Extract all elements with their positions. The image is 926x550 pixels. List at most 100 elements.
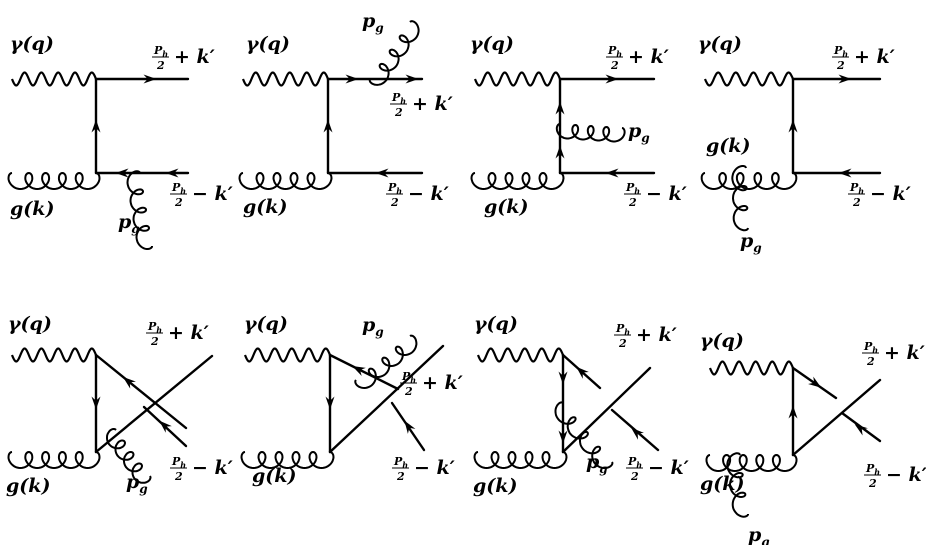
arrow-head xyxy=(91,119,101,133)
subscript: h xyxy=(636,460,642,470)
photon-line xyxy=(703,71,795,87)
fermion-line xyxy=(791,378,882,457)
arrow-head xyxy=(405,74,419,84)
gluon-line xyxy=(705,453,798,473)
gluon-label: g(k) xyxy=(484,196,528,218)
arrow-head xyxy=(143,74,157,84)
arrow-head xyxy=(558,430,568,444)
gluon-label: g(k) xyxy=(243,196,287,218)
subscript: h xyxy=(842,49,848,59)
emitted-gluon-label: pg xyxy=(586,451,608,476)
momentum-k: + k′ xyxy=(168,322,209,344)
fraction-denominator: 2 xyxy=(866,355,875,368)
gluon-line xyxy=(240,450,335,470)
arrow-head xyxy=(159,420,172,433)
subscript: h xyxy=(874,467,880,477)
fraction-denominator: 2 xyxy=(390,196,399,209)
emitted-gluon-label: pg xyxy=(748,524,770,545)
arrow-head xyxy=(115,168,129,178)
subscript: h xyxy=(162,49,168,59)
subscript: h xyxy=(624,327,630,337)
momentum-k: + k′ xyxy=(636,324,677,346)
gluon-label: g(k) xyxy=(252,465,296,487)
fraction-denominator: 2 xyxy=(174,196,183,209)
arrow-head xyxy=(631,427,644,440)
gluon-line xyxy=(700,171,798,191)
gluon-line xyxy=(238,171,333,191)
arrow-head xyxy=(323,119,333,133)
photon-line xyxy=(241,71,330,87)
photon-label: γ(q) xyxy=(244,313,288,335)
fermion-line xyxy=(561,366,652,454)
gluon-line xyxy=(7,171,101,191)
momentum-k: − k′ xyxy=(886,464,926,486)
momentum-label-minus: Ph2− k′ xyxy=(626,455,689,483)
gluon-label: g(k) xyxy=(706,135,750,157)
momentum-k: + k′ xyxy=(884,342,925,364)
subscript: h xyxy=(634,186,640,196)
arrow-head xyxy=(165,168,179,178)
emitted-gluon-line xyxy=(368,20,420,86)
momentum-k: + k′ xyxy=(628,46,669,68)
momentum-k: − k′ xyxy=(870,183,911,205)
photon-label: γ(q) xyxy=(700,330,744,352)
fraction-denominator: 2 xyxy=(868,477,877,490)
fermion-line xyxy=(94,354,214,454)
momentum-label-plus: Ph2+ k′ xyxy=(614,322,677,350)
subscript: g xyxy=(375,21,383,35)
photon-line xyxy=(10,347,98,363)
photon-line xyxy=(708,360,795,376)
fraction-denominator: 2 xyxy=(396,470,405,483)
fraction-denominator: 2 xyxy=(150,335,159,348)
momentum-label-minus: Ph2− k′ xyxy=(170,181,233,209)
arrow-head xyxy=(838,74,852,84)
momentum-label-minus: Ph2− k′ xyxy=(848,181,911,209)
arrow-head xyxy=(325,396,335,410)
subscript: h xyxy=(410,375,416,385)
arrow-head xyxy=(854,424,868,436)
momentum-k: − k′ xyxy=(192,457,233,479)
momentum-k: − k′ xyxy=(414,457,455,479)
momentum-k: − k′ xyxy=(648,457,689,479)
emitted-gluon-label: pg xyxy=(118,211,140,236)
subscript: g xyxy=(753,241,761,255)
photon-label: γ(q) xyxy=(8,313,52,335)
fraction-denominator: 2 xyxy=(156,59,165,72)
emitted-gluon-line xyxy=(354,334,418,390)
arrow-head xyxy=(375,168,389,178)
gluon-label: g(k) xyxy=(700,473,744,495)
momentum-label-plus: Ph2+ k′ xyxy=(400,370,463,398)
momentum-k: + k′ xyxy=(422,372,463,394)
photon-line xyxy=(243,347,332,363)
emitted-gluon-line xyxy=(554,401,614,469)
momentum-k: − k′ xyxy=(646,183,687,205)
fermion-line xyxy=(94,353,188,430)
momentum-label-minus: Ph2− k′ xyxy=(170,455,233,483)
subscript: g xyxy=(599,462,607,476)
arrow-head xyxy=(576,366,589,379)
arrow-head xyxy=(555,101,565,115)
subscript: g xyxy=(641,131,649,145)
gluon-line xyxy=(473,450,568,470)
momentum-label-plus: Ph2+ k′ xyxy=(606,44,669,72)
photon-label: γ(q) xyxy=(698,33,742,55)
photon-label: γ(q) xyxy=(474,313,518,335)
arrow-head xyxy=(605,168,619,178)
arrow-head xyxy=(558,371,568,385)
emitted-gluon-label: pg xyxy=(362,314,384,339)
subscript: g xyxy=(139,482,147,496)
arrow-head xyxy=(555,145,565,159)
gluon-label: g(k) xyxy=(473,475,517,497)
fraction-denominator: 2 xyxy=(610,59,619,72)
emitted-gluon-label: pg xyxy=(740,230,762,255)
momentum-label-plus: Ph2+ k′ xyxy=(832,44,895,72)
photon-line xyxy=(10,71,98,87)
photon-label: γ(q) xyxy=(470,33,514,55)
arrow-head xyxy=(808,376,822,388)
momentum-k: + k′ xyxy=(174,46,215,68)
fermion-line xyxy=(328,344,445,454)
fraction-denominator: 2 xyxy=(394,106,403,119)
emitted-gluon-line xyxy=(726,452,749,518)
